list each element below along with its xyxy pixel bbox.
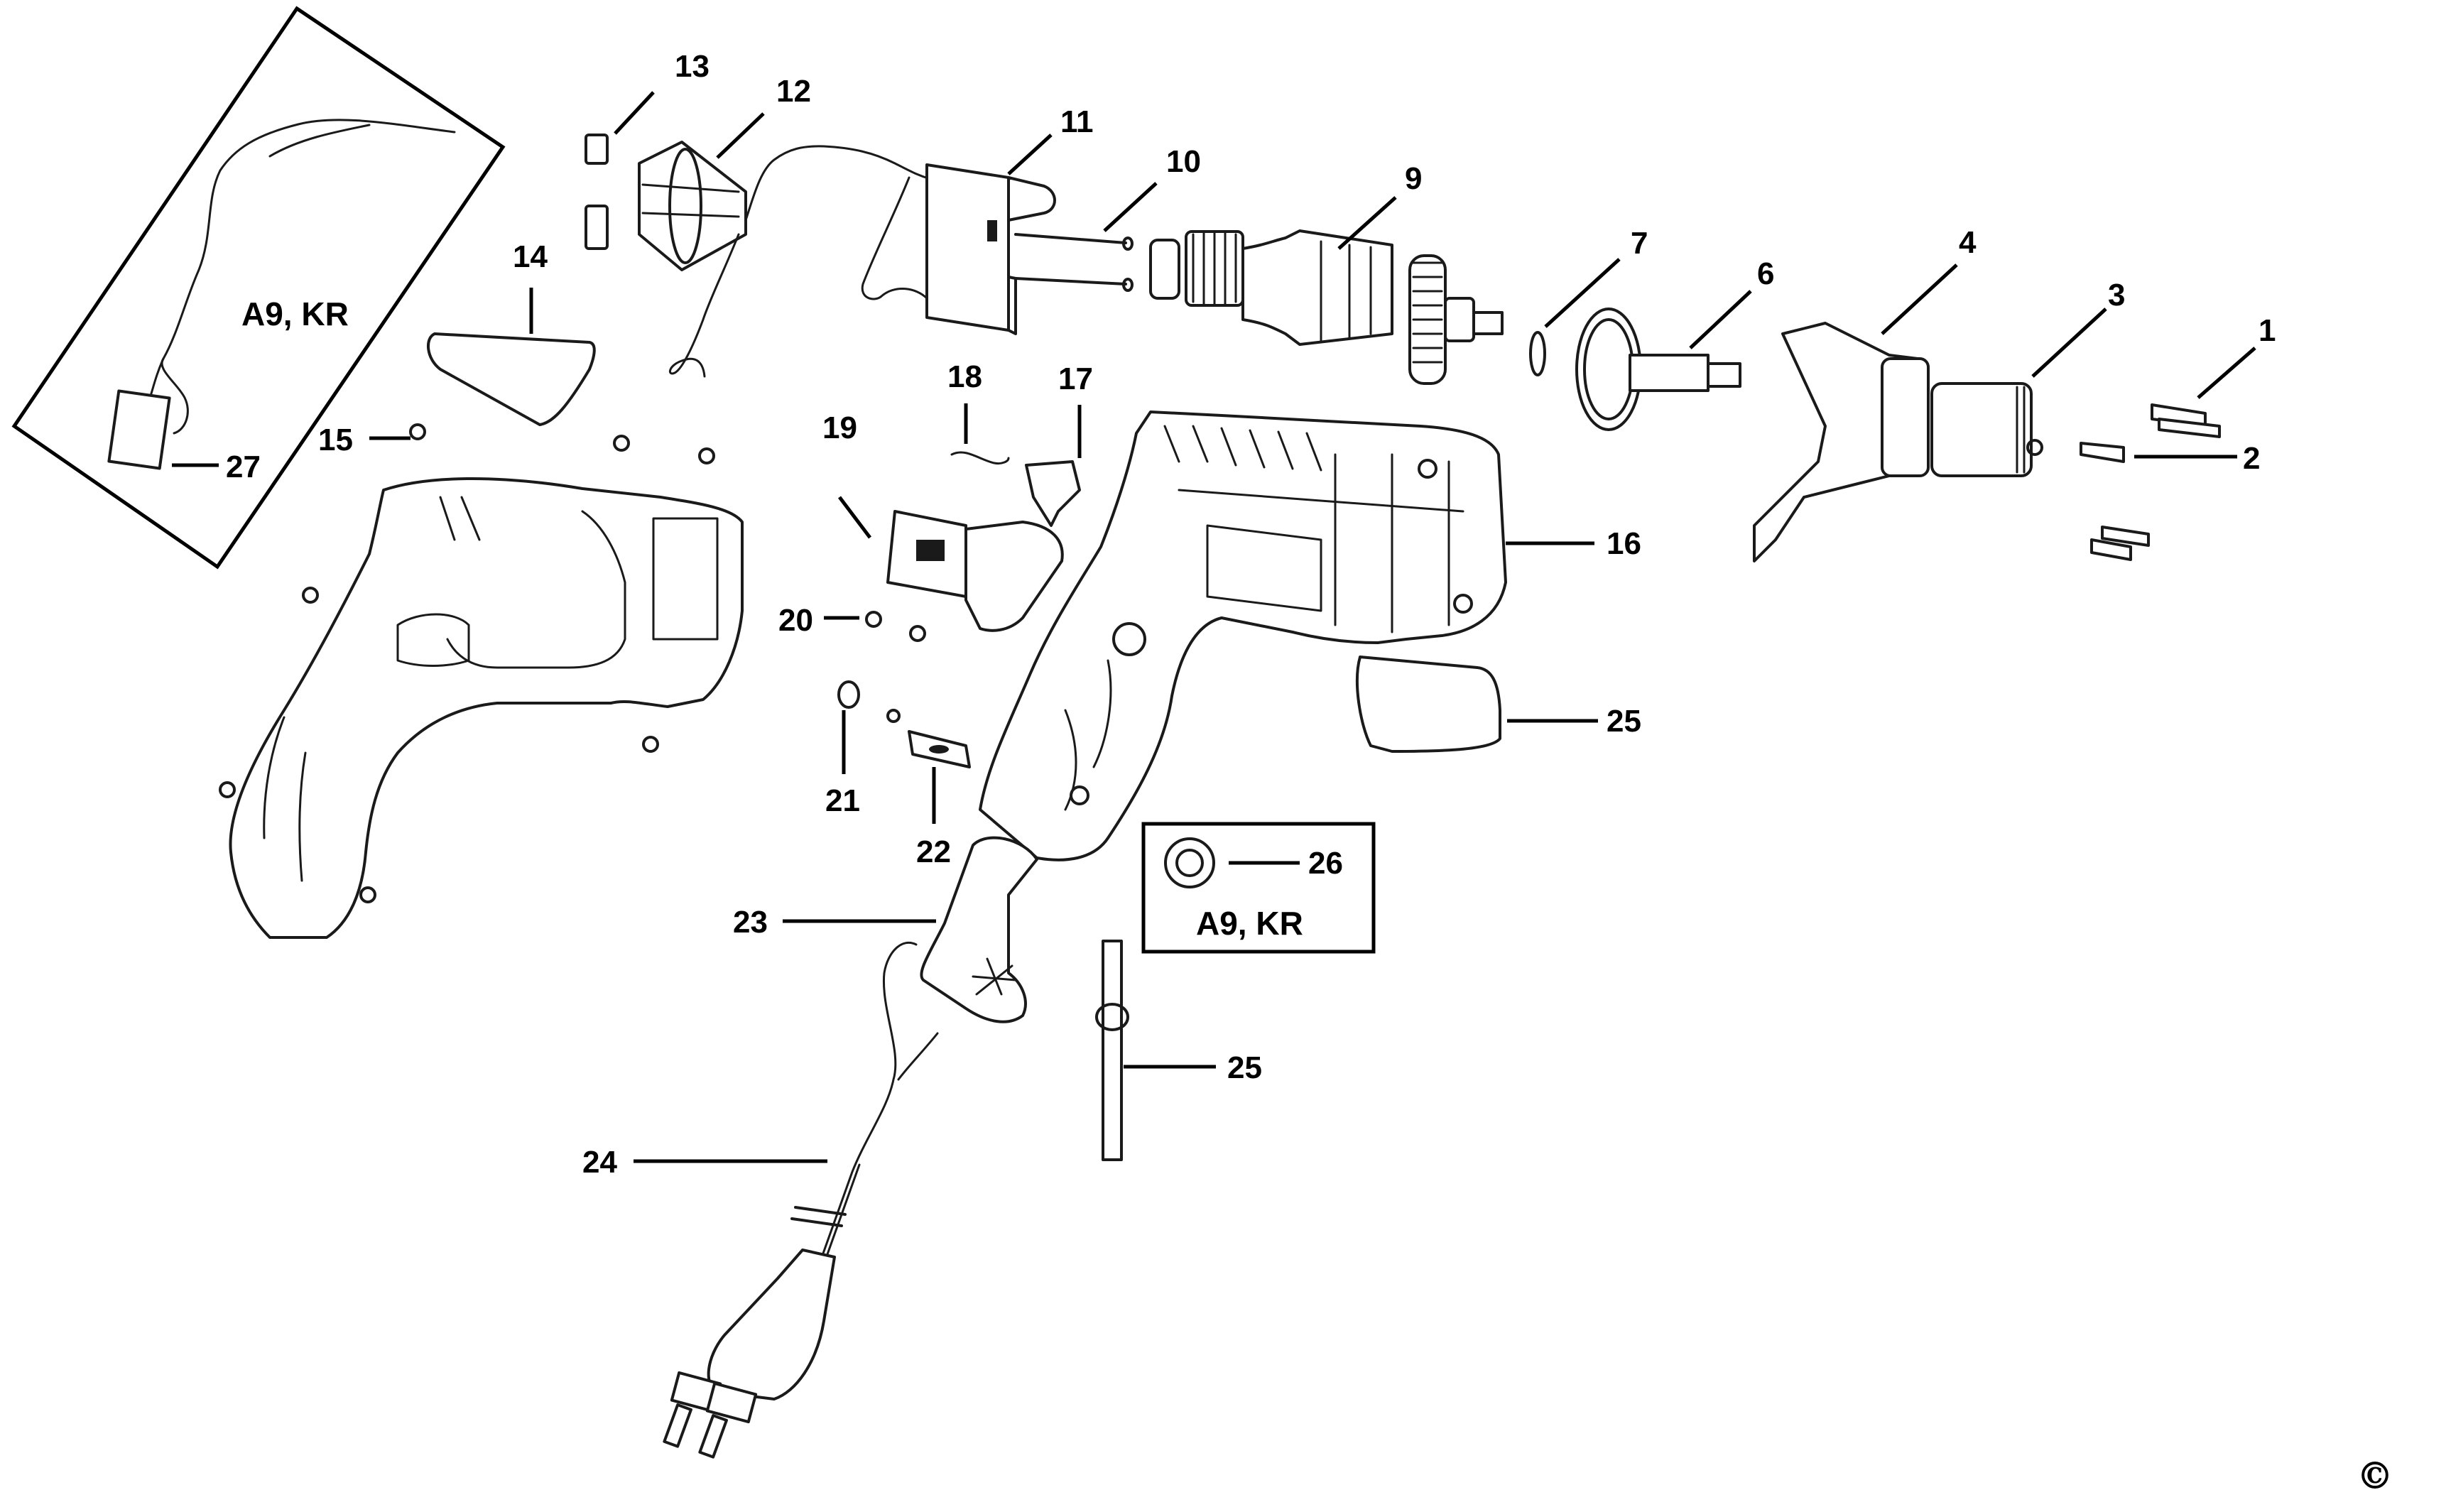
part-3-chuck: 3 (1930, 278, 2125, 477)
callout-10: 11 (1060, 104, 1094, 139)
callout-2: 2 (2243, 441, 2260, 476)
callout-3: 3 (2108, 278, 2125, 312)
part-13-label: 14 (426, 239, 596, 426)
part-25-strip: 25 25 (1095, 940, 1262, 1161)
callout-22: 23 (733, 905, 768, 940)
callout-12: 13 (675, 49, 710, 84)
part-14-left-housing: 15 (219, 423, 744, 939)
callout-16: 17 (1058, 361, 1093, 396)
part-23-power-cord: 24 (582, 941, 939, 1459)
callout-21: 22 (916, 834, 951, 869)
callout-26: 26 (1308, 846, 1343, 881)
callout-25-label: 25 (1227, 1050, 1262, 1085)
part-19-screws: 20 (778, 603, 926, 642)
callout-23: 24 (582, 1145, 617, 1180)
callout-7: 7 (1631, 226, 1648, 261)
part-11-brush-holder: 12 (638, 74, 811, 271)
part-12-brushes: 13 (585, 49, 710, 250)
callout-6: 6 (1757, 256, 1774, 291)
variant-label-middle: A9, KR (1196, 905, 1303, 942)
callout-15: 16 (1607, 526, 1641, 561)
part-7-washer: 7 (1529, 226, 1648, 376)
callout-9: 10 (1166, 144, 1201, 179)
callout-27: 27 (226, 450, 261, 484)
callout-19: 20 (778, 603, 813, 638)
callout-1: 1 (2259, 313, 2276, 348)
callout-20: 21 (825, 783, 860, 818)
part-16-lever: 17 (1025, 361, 1093, 527)
part-20-screw: 21 (825, 680, 860, 818)
part-18-switch: 19 (822, 410, 1064, 632)
part-1-2-screws: 1 2 (2080, 313, 2276, 561)
variant-label-top-left: A9, KR (241, 295, 349, 332)
part-8-armature: 9 (1149, 161, 1504, 385)
part-15-right-housing: 16 (979, 410, 1641, 861)
part-24-label: 25 (1356, 656, 1641, 753)
part-21-cord-clamp: 22 (886, 709, 971, 869)
callout-24: 25 (1607, 704, 1641, 739)
callout-4: 4 (1959, 225, 1977, 260)
callout-11: 12 (776, 74, 811, 109)
callout-14: 15 (318, 423, 353, 457)
variant-box-middle: 26 A9, KR (1141, 822, 1376, 954)
part-9-screws: 10 (1014, 144, 1201, 292)
part-17-spring: 18 (947, 359, 1010, 464)
callout-17: 18 (947, 359, 982, 394)
callout-8: 9 (1405, 161, 1422, 196)
part-4-gear-housing: 4 (1753, 225, 1977, 562)
variant-box-top-left: A9, KR 27 (11, 6, 506, 570)
callout-13: 14 (513, 239, 548, 274)
part-22-cord-guard: 23 (733, 836, 1038, 1023)
copyright-mark: © (2357, 1454, 2393, 1498)
part-6-gear-shaft: 6 (1575, 256, 1774, 431)
callout-18: 19 (822, 410, 857, 445)
part-10-stator: 11 (861, 104, 1094, 335)
